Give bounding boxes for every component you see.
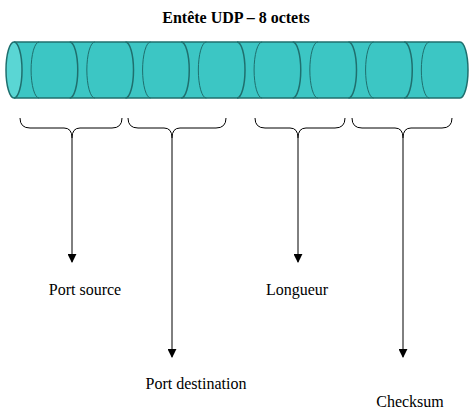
octet-divider bbox=[70, 42, 78, 98]
cylinder-end bbox=[460, 42, 468, 98]
field-brace bbox=[128, 118, 226, 138]
octet-curve bbox=[366, 42, 374, 98]
field-label: Longueur bbox=[266, 280, 328, 299]
pointer-arrow bbox=[298, 138, 299, 262]
octet-curve bbox=[31, 42, 39, 98]
octet-curve bbox=[143, 42, 151, 98]
octet-curve bbox=[254, 42, 262, 98]
octet-curve bbox=[310, 42, 318, 98]
octet-divider bbox=[293, 42, 301, 98]
cylinder-face bbox=[6, 42, 22, 98]
pointer-arrow bbox=[172, 138, 173, 357]
octet-divider bbox=[349, 42, 357, 98]
pointer-arrow bbox=[72, 138, 73, 262]
octet-curve bbox=[198, 42, 206, 98]
cylinder-body bbox=[14, 42, 460, 98]
octet-divider bbox=[237, 42, 245, 98]
field-brace bbox=[20, 118, 122, 138]
octet-divider bbox=[404, 42, 412, 98]
pointer-arrow bbox=[403, 138, 404, 357]
octet-curve bbox=[421, 42, 429, 98]
octet-divider bbox=[181, 42, 189, 98]
octet-divider bbox=[126, 42, 134, 98]
diagram-title: Entête UDP – 8 octets bbox=[162, 8, 310, 27]
field-label: Checksum bbox=[376, 392, 444, 411]
field-label: Port source bbox=[49, 280, 121, 299]
field-brace bbox=[352, 118, 452, 138]
field-label: Port destination bbox=[146, 374, 247, 393]
octet-curve bbox=[87, 42, 95, 98]
field-brace bbox=[255, 118, 345, 138]
